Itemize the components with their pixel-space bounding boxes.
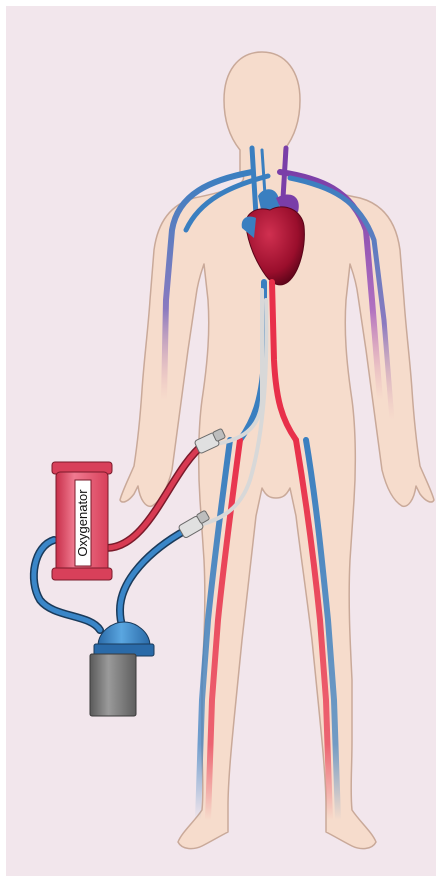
oxygenator-label: Oxygenator [75,489,90,557]
oxygenator: Oxygenator [52,462,112,580]
